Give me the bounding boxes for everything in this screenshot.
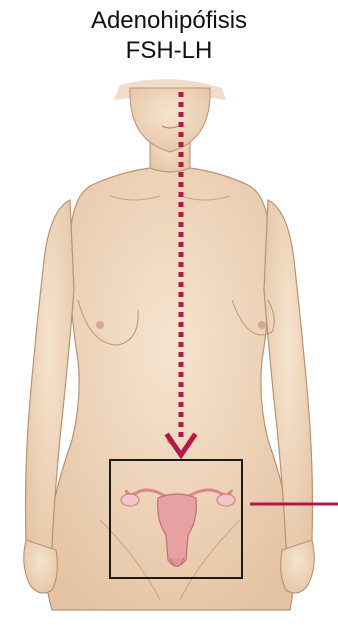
ovary-right: [217, 494, 235, 506]
nipple-right: [258, 321, 266, 329]
nipple-left: [96, 321, 104, 329]
ovary-left: [121, 494, 139, 506]
chin: [130, 88, 210, 152]
